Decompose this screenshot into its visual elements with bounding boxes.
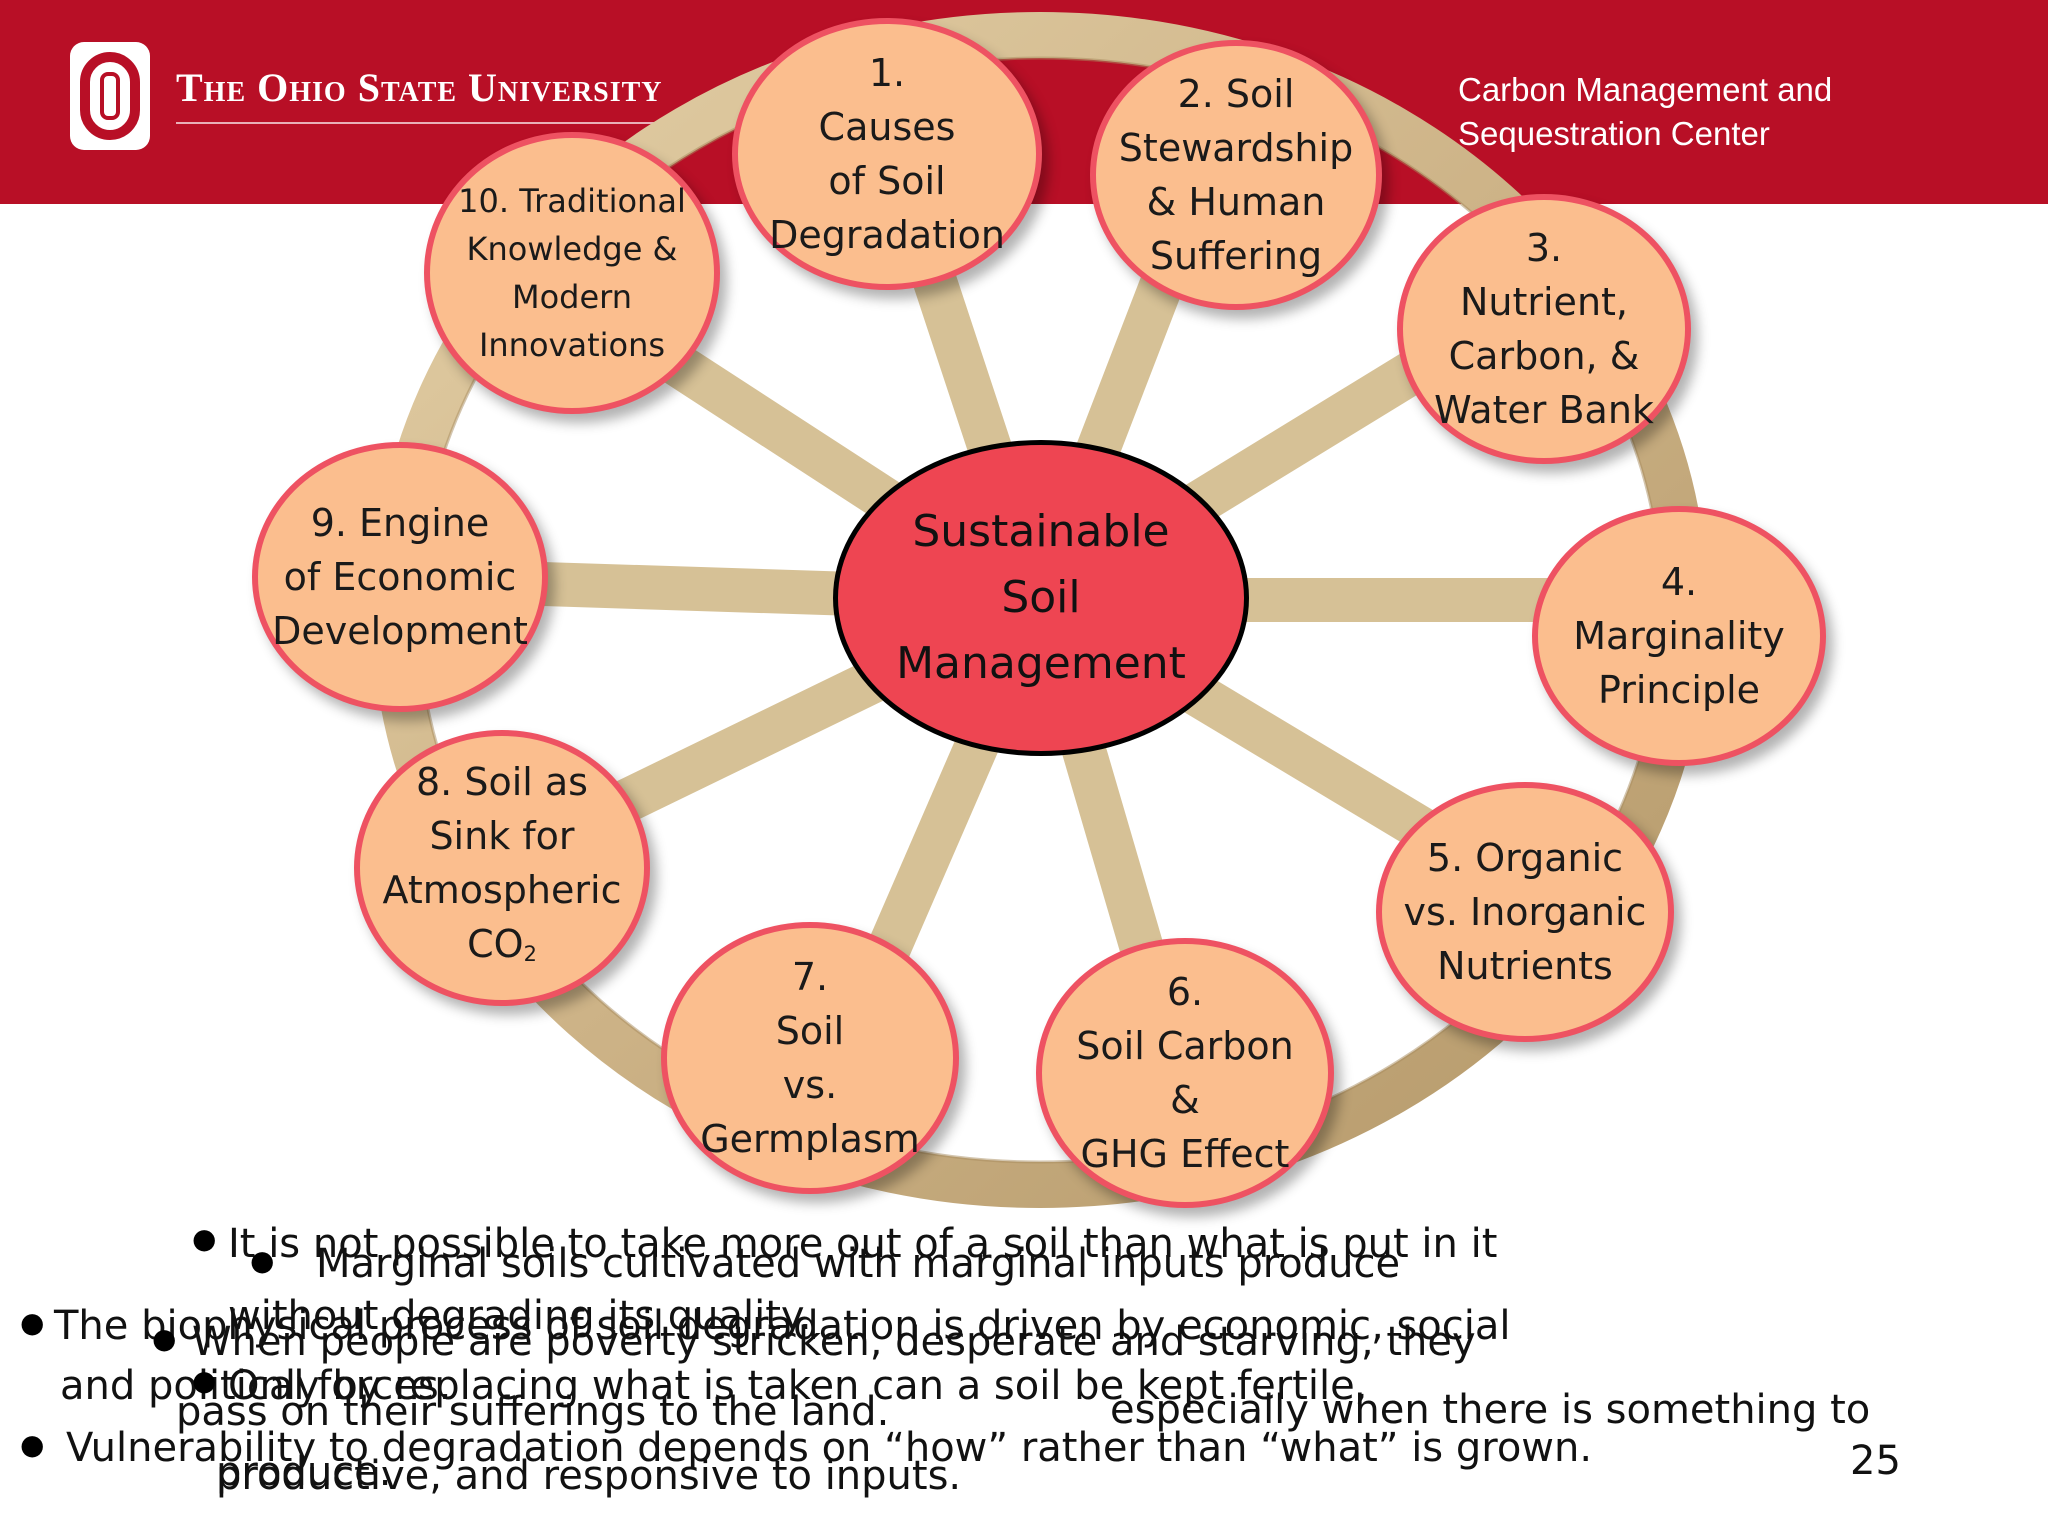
bullet-text: productive, and responsive to inputs. xyxy=(216,1453,962,1499)
bullet-text: without degrading its quality. xyxy=(228,1293,812,1339)
hub-label: Sustainable Soil Management xyxy=(896,506,1186,689)
center-name-line-1: Carbon Management and xyxy=(1458,71,1833,108)
bullet-text: It is not possible to take more out of a… xyxy=(228,1221,1498,1267)
node-2-label: 2. Soil Stewardship & Human Suffering xyxy=(1118,72,1354,278)
center-name-line-2: Sequestration Center xyxy=(1458,115,1770,152)
node-8-subscript: 2 xyxy=(523,942,537,967)
bullet-text: Marginal soils cultivated with marginal … xyxy=(316,1241,1401,1287)
bullet-text: produce. xyxy=(216,1449,392,1495)
node-9-engine-of-economic-development: 9. Engine of Economic Development xyxy=(252,442,548,712)
bullet-marker: ● xyxy=(192,1222,217,1255)
bullet-text: Only by replacing what is taken can a so… xyxy=(228,1363,1368,1409)
bullet-text: pass on their sufferings to the land. xyxy=(176,1389,890,1435)
hub-sustainable-soil-management: Sustainable Soil Management xyxy=(833,440,1249,756)
node-4-label: 4. Marginality Principle xyxy=(1573,560,1785,712)
node-8-soil-as-sink: 8. Soil as Sink for Atmospheric CO2 xyxy=(354,730,650,1006)
node-3-label: 3. Nutrient, Carbon, & Water Bank xyxy=(1434,226,1654,432)
bullet-marker: ● xyxy=(152,1322,177,1355)
node-4-marginality-principle: 4. Marginality Principle xyxy=(1532,506,1826,766)
node-7-soil-vs-germplasm: 7. Soil vs. Germplasm xyxy=(661,922,959,1194)
node-1-causes-of-soil-degradation: 1. Causes of Soil Degradation xyxy=(732,18,1042,290)
node-9-label: 9. Engine of Economic Development xyxy=(272,501,528,653)
bullet-marker: ● xyxy=(20,1428,45,1461)
header-rule xyxy=(176,122,676,124)
node-10-label: 10. Traditional Knowledge & Modern Innov… xyxy=(458,182,686,364)
node-5-organic-vs-inorganic: 5. Organic vs. Inorganic Nutrients xyxy=(1376,782,1674,1042)
node-5-label: 5. Organic vs. Inorganic Nutrients xyxy=(1403,836,1647,988)
bullet-marker: ● xyxy=(250,1244,275,1277)
node-7-label: 7. Soil vs. Germplasm xyxy=(700,955,920,1161)
node-6-label: 6. Soil Carbon & GHG Effect xyxy=(1076,970,1294,1176)
bullet-marker: ● xyxy=(20,1306,45,1339)
university-name: The Ohio State University xyxy=(176,65,663,110)
node-8-label-text: 8. Soil as Sink for Atmospheric CO xyxy=(382,759,622,966)
bullet-marker: ● xyxy=(192,1364,217,1397)
center-name: Carbon Management and Sequestration Cent… xyxy=(1458,68,1832,156)
node-8-label: 8. Soil as Sink for Atmospheric CO2 xyxy=(383,755,622,981)
block-o-logo xyxy=(70,42,150,150)
slide-number: 25 xyxy=(1850,1438,1901,1484)
node-2-soil-stewardship: 2. Soil Stewardship & Human Suffering xyxy=(1090,40,1382,310)
bullet-text: especially when there is something to xyxy=(1110,1387,1871,1433)
node-1-label: 1. Causes of Soil Degradation xyxy=(769,51,1005,257)
bullet-text: The biophysical process of soil degradat… xyxy=(54,1303,1511,1349)
node-6-soil-carbon-ghg: 6. Soil Carbon & GHG Effect xyxy=(1036,938,1334,1208)
bullet-text: and political forces. xyxy=(60,1363,452,1409)
bullet-text: Vulnerability to degradation depends on … xyxy=(66,1425,1593,1471)
bullet-text: When people are poverty stricken, desper… xyxy=(192,1319,1476,1365)
node-10-traditional-knowledge: 10. Traditional Knowledge & Modern Innov… xyxy=(424,132,720,414)
node-3-nutrient-carbon-water-bank: 3. Nutrient, Carbon, & Water Bank xyxy=(1397,194,1691,464)
